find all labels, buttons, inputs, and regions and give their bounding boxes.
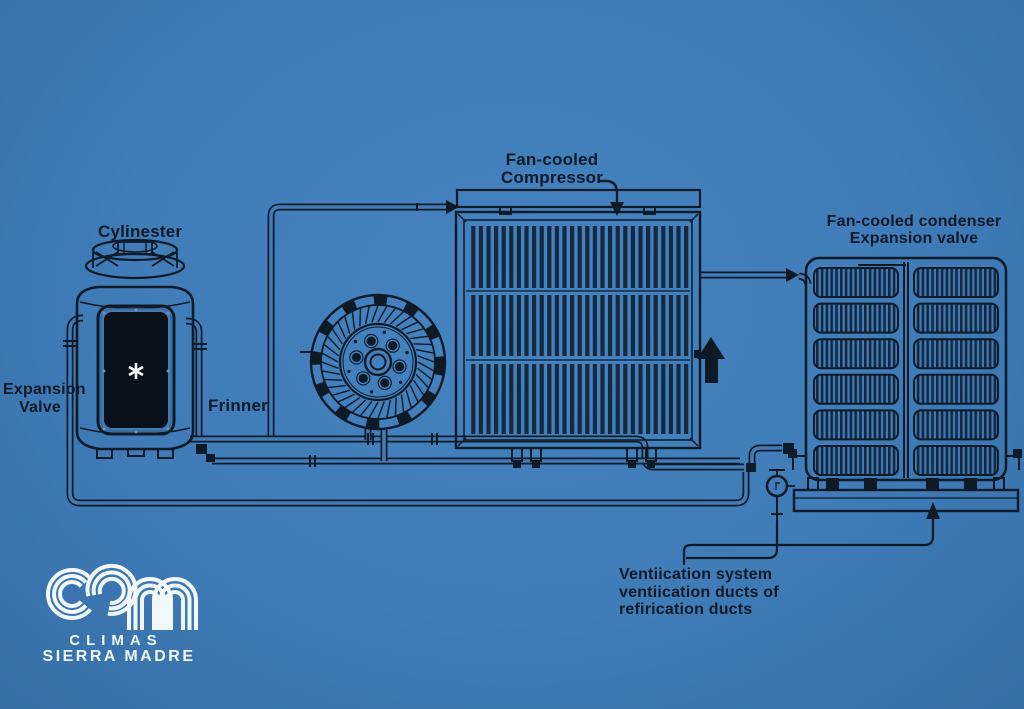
fan-wheel xyxy=(309,293,447,431)
main-condenser-unit xyxy=(454,188,702,468)
valve-block xyxy=(746,463,756,472)
receiver-cylinder xyxy=(75,238,195,459)
window-frame xyxy=(96,304,176,436)
label-expansion-valve: Expansion Valve xyxy=(3,381,86,416)
logo-wordmark-line2: SIERRA MADRE xyxy=(42,648,196,665)
leader-lines xyxy=(300,179,935,565)
flow-arrow-up-base xyxy=(926,502,940,519)
label-ventilation: Ventiication system ventiication ducts o… xyxy=(619,566,779,618)
label-right-condenser: Fan-cooled condenser Expansion valve xyxy=(826,213,1002,247)
label-cylinder: Cylinester xyxy=(98,222,183,241)
label-frinner: Frinner xyxy=(208,396,268,415)
logo-wordmark-line1: CLIMAS xyxy=(69,632,163,649)
flow-arrows xyxy=(446,200,940,519)
flow-arrow-right-to-condenser2 xyxy=(786,268,799,282)
pressure-gauge-icon xyxy=(765,474,789,498)
label-compressor-line1: Fan-cooled xyxy=(505,150,599,169)
label-compressor-line2: Compressor xyxy=(500,168,604,187)
flow-arrow-up-large xyxy=(694,337,725,383)
gauge-assembly xyxy=(746,443,795,498)
fan-hub-bolts xyxy=(347,330,409,394)
flow-arrow-right-into-condenser xyxy=(446,200,459,214)
label-compressor: Fan-cooled Compressor xyxy=(490,151,614,187)
pipe-fittings xyxy=(63,203,783,515)
condenser-base xyxy=(792,488,1020,513)
condenser-coil-panels xyxy=(813,267,999,476)
fan-blades xyxy=(320,304,436,420)
condenser-feet xyxy=(511,447,657,468)
logo-emblem xyxy=(46,563,198,630)
flow-arrow-down-compressor xyxy=(610,202,624,216)
snowflake-icon xyxy=(128,363,144,379)
right-condenser-unit xyxy=(788,256,1022,513)
